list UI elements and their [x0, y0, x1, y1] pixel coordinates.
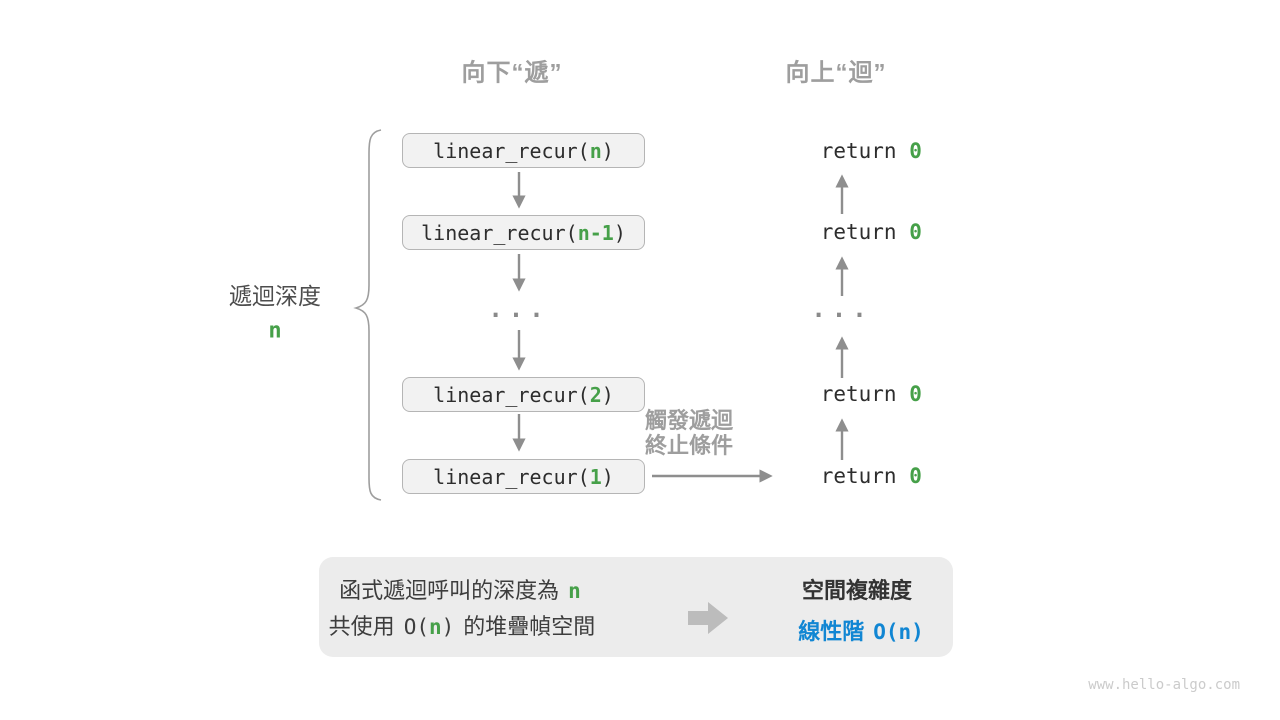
depth-value: n: [268, 318, 282, 344]
call-text: ): [613, 220, 626, 245]
result-value: 線性階 O(n): [798, 614, 924, 646]
return-value: 0: [909, 382, 922, 406]
call-arg: 2: [589, 382, 602, 407]
call-box-2: linear_recur(2): [402, 377, 645, 412]
ellipsis-return: ...: [811, 295, 873, 323]
return-value: 0: [909, 139, 922, 163]
phase-label-descend: 向下“遞”: [461, 59, 563, 87]
return-value: 0: [909, 220, 922, 244]
watermark: www.hello-algo.com: [1088, 677, 1240, 693]
result-title: 空間複雜度: [801, 578, 913, 603]
call-text: linear_recur(: [433, 138, 590, 163]
summary-line2-value: n: [428, 615, 442, 639]
call-text: ): [601, 464, 614, 489]
call-arg: n: [589, 138, 602, 163]
return-text: return: [820, 220, 910, 244]
call-text: linear_recur(: [433, 382, 590, 407]
call-box-n: linear_recur(n): [402, 133, 645, 168]
summary-line1-value: n: [568, 579, 581, 603]
summary-line2-code-close: ): [441, 615, 455, 639]
summary-line2-text-a: 共使用: [328, 614, 395, 639]
call-text: ): [601, 382, 614, 407]
summary-line2-code-open: O(: [403, 615, 429, 639]
summary-line1: 函式遞迴呼叫的深度為 n: [339, 573, 581, 605]
depth-label: 遞迴深度: [229, 283, 321, 309]
return-statement: return 0: [770, 115, 922, 187]
terminate-note: 觸發遞迴 終止條件: [645, 408, 733, 458]
call-text: linear_recur(: [421, 220, 578, 245]
result-arrow-icon: [688, 602, 728, 634]
summary-line2: 共使用 O(n) 的堆疊幀空間: [329, 609, 596, 641]
call-text: linear_recur(: [433, 464, 590, 489]
return-text: return: [820, 464, 910, 488]
return-statement: return 0: [770, 196, 922, 268]
call-box-n-1: linear_recur(n-1): [402, 215, 645, 250]
call-arg: n-1: [577, 220, 614, 245]
terminate-note-line1: 觸發遞迴: [644, 408, 734, 433]
result-value-code: O(n): [873, 620, 924, 644]
phase-label-return: 向上“迴”: [785, 59, 887, 87]
call-text: ): [601, 138, 614, 163]
return-statement: return 0: [770, 358, 922, 430]
return-text: return: [820, 382, 910, 406]
return-statement: return 0: [770, 440, 922, 512]
summary-line2-text-b: 的堆疊幀空間: [463, 614, 596, 639]
result-value-text: 線性階: [798, 619, 865, 644]
ellipsis-descend: ...: [488, 295, 550, 323]
summary-line1-text: 函式遞迴呼叫的深度為: [339, 578, 560, 603]
call-arg: 1: [589, 464, 602, 489]
return-value: 0: [909, 464, 922, 488]
call-box-1: linear_recur(1): [402, 459, 645, 494]
depth-brace-icon: [353, 129, 382, 501]
terminate-note-line2: 終止條件: [644, 433, 734, 458]
return-text: return: [820, 139, 910, 163]
summary-panel: [319, 557, 953, 657]
